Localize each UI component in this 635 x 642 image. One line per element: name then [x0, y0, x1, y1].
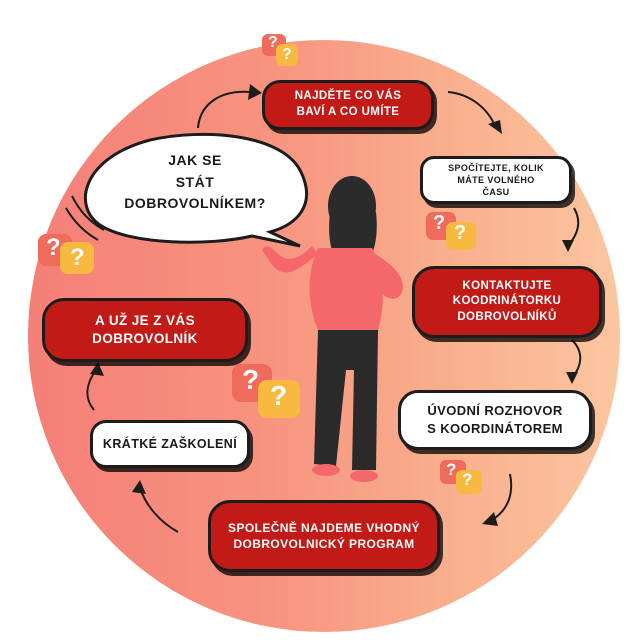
question-bubble-icon: [38, 234, 94, 274]
arrowhead-icon: [90, 362, 104, 376]
step-label: KRÁTKÉ ZAŠKOLENÍ: [102, 436, 238, 451]
arrowhead-icon: [482, 512, 498, 526]
question-bubble-icon: [426, 212, 476, 250]
arrow-icon: [197, 90, 251, 129]
step-label: NAJDĚTE CO VÁS BAVÍ A CO UMÍTE: [294, 90, 402, 118]
question-mark: ?: [70, 244, 85, 271]
question-mark: ?: [462, 470, 473, 489]
step-intro-interview: ÚVODNÍ ROZHOVOR S KOORDINÁTOREM: [398, 390, 592, 450]
arrowhead-icon: [132, 480, 146, 494]
step-count-free-time: SPOČÍTEJTE, KOLIK MÁTE VOLNÉHO ČASU: [420, 156, 572, 204]
step-label: A UŽ JE Z VÁS DOBROVOLNÍK: [92, 312, 198, 346]
step-find-interests: NAJDĚTE CO VÁS BAVÍ A CO UMÍTE: [262, 80, 434, 130]
question-mark: ?: [433, 212, 446, 234]
question-bubble-icon: [440, 460, 482, 494]
step-label: SPOČÍTEJTE, KOLIK MÁTE VOLNÉHO ČASU: [448, 162, 544, 198]
step-short-training: KRÁTKÉ ZAŠKOLENÍ: [90, 420, 250, 468]
question-mark: ?: [268, 34, 278, 51]
arrowheads: [90, 84, 578, 526]
step-you-are-volunteer: A UŽ JE Z VÁS DOBROVOLNÍK: [42, 298, 248, 362]
arrowhead-icon: [248, 84, 262, 100]
arrowhead-icon: [488, 120, 502, 134]
question-mark: ?: [454, 222, 467, 244]
question-mark: ?: [282, 46, 292, 63]
woman-figure-icon: [262, 176, 403, 482]
step-find-program: SPOLEČNĚ NAJDEME VHODNÝ DOBROVOLNICKÝ PR…: [208, 500, 440, 572]
arrow-icon: [139, 487, 179, 533]
question-bubbles: [38, 34, 482, 494]
arrowhead-icon: [566, 372, 578, 384]
step-contact-coordinator: KONTAKTUJTE KOODRINÁTORKU DOBROVOLNÍKŮ: [412, 266, 602, 338]
step-label: KONTAKTUJTE KOODRINÁTORKU DOBROVOLNÍKŮ: [452, 279, 562, 323]
speech-bubble: [84, 132, 308, 248]
question-mark: ?: [446, 460, 457, 479]
question-bubble-icon: [232, 364, 300, 418]
motion-lines-icon: [65, 195, 105, 241]
question-mark: ?: [270, 380, 288, 411]
step-label: ÚVODNÍ ROZHOVOR S KOORDINÁTOREM: [427, 403, 563, 436]
arrow-icon: [447, 91, 497, 129]
question-mark: ?: [242, 364, 260, 395]
question-mark: ?: [46, 234, 61, 261]
arrow-icon: [491, 473, 513, 521]
center-question: JAK SE STÁT DOBROVOLNÍKEM?: [124, 152, 266, 212]
question-bubble-icon: [262, 34, 298, 66]
arrow-icon: [86, 369, 97, 411]
step-label: SPOLEČNĚ NAJDEME VHODNÝ DOBROVOLNICKÝ PR…: [228, 520, 420, 551]
arrowhead-icon: [562, 240, 574, 252]
